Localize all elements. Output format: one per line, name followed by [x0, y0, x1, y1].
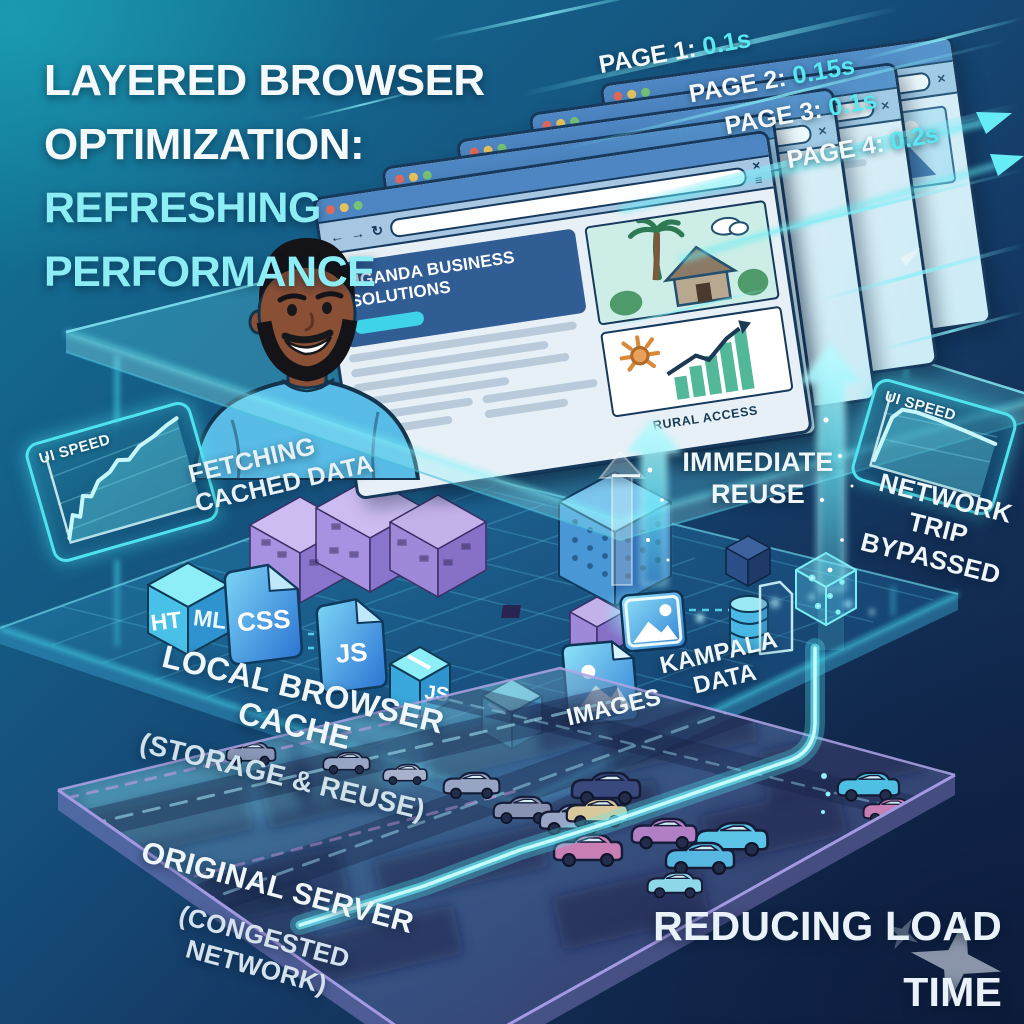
hair — [259, 238, 355, 302]
database-icon — [729, 595, 769, 655]
small-arrow-icon — [900, 248, 920, 266]
growth-chart-illustration — [600, 305, 794, 418]
ui-speed-panel-left: UI SPEED — [22, 398, 222, 566]
html-label-right: ML — [192, 604, 228, 634]
village-illustration — [584, 199, 780, 326]
html-label-left: HT — [149, 606, 183, 636]
ui-speed-chart — [868, 393, 998, 498]
title-line: PERFORMANCE — [44, 247, 376, 296]
smile — [283, 336, 333, 356]
speed-streaks — [299, 0, 1024, 352]
main-title: LAYERED BROWSER OPTIMIZATION: REFRESHING… — [44, 40, 485, 312]
sparkle-star — [887, 917, 1001, 1007]
title-line: REFRESHING — [44, 184, 321, 233]
beard — [256, 318, 358, 382]
browser-window-front: ← → ↻ ✕ ≡ UGANDA BUSINESS SOLUTIONS — [311, 129, 814, 501]
navy-cube — [725, 535, 771, 587]
js-file-icon: JS — [315, 597, 388, 695]
cached-doc-icon — [758, 580, 794, 656]
css-file-icon: CSS — [223, 563, 303, 666]
immediate-dash: — — [612, 458, 641, 489]
man-figure — [191, 238, 421, 480]
js-file-label: JS — [335, 637, 369, 669]
bypass-pipe — [290, 470, 844, 935]
immediate-reuse-label: IMMEDIATE REUSE — [682, 447, 834, 510]
speed-arrows — [619, 112, 1024, 266]
title-line: LAYERED BROWSER — [44, 56, 485, 106]
ui-speed-chart — [44, 416, 202, 545]
footer-message: REDUCING LOAD TIME DRAMATICALLY WITH CAC… — [653, 902, 1002, 1024]
page-content: UGANDA BUSINESS SOLUTIONS — [324, 188, 809, 487]
html-cube: HT ML — [147, 562, 229, 656]
css-label: CSS — [236, 604, 291, 638]
title-line: OPTIMIZATION: — [44, 120, 365, 170]
image-icon — [619, 590, 688, 653]
ui-speed-panel-right: UI SPEED — [848, 375, 1020, 519]
immediate-reuse-arrow — [626, 418, 683, 586]
network-bypass-arrow — [800, 342, 863, 591]
